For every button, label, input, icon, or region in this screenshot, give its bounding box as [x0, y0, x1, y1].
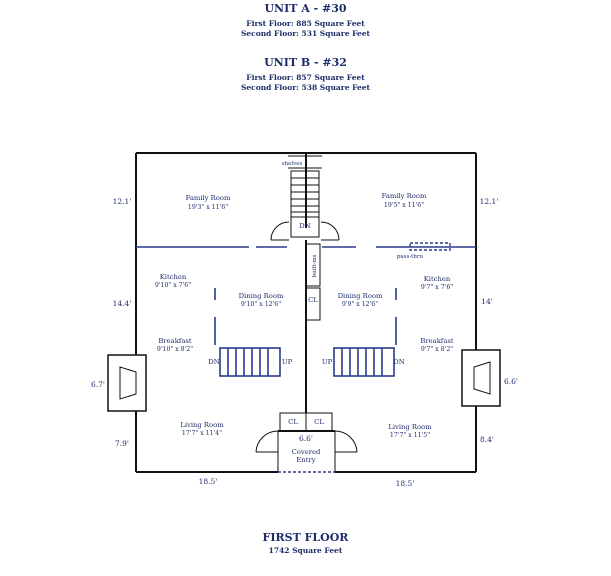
- kitchen-a-dims: 9'10" x 7'6": [155, 282, 191, 289]
- dim-left-mid: 14.4': [113, 299, 132, 308]
- stair-right-dn-label: DN: [393, 358, 404, 366]
- door-swing-top-left: [270, 221, 290, 241]
- floor-title: FIRST FLOOR: [262, 531, 349, 544]
- kitchen-b-name: Kitchen: [424, 275, 451, 283]
- built-ins-label: built-ins: [312, 254, 318, 277]
- center-closet-label: CL: [308, 296, 318, 304]
- entry-closet-right-label: CL: [314, 418, 324, 426]
- family-room-a-name: Family Room: [186, 194, 231, 202]
- dim-entry-width: 6.6': [299, 434, 313, 443]
- built-ins-cabinet: [305, 243, 321, 287]
- stair-left-dn-label: DN: [208, 358, 219, 366]
- entry-closets: [255, 412, 358, 473]
- dim-right-bottom: 8.4': [480, 435, 494, 444]
- center-closet: [305, 287, 321, 321]
- shelves-label: shelves: [282, 161, 303, 167]
- stair-left-up-label: UP: [282, 358, 293, 366]
- floor-square-feet: 1742 Square Feet: [268, 546, 343, 555]
- family-room-a-dims: 19'3" x 11'6": [188, 204, 228, 211]
- unit-b-second-floor: Second Floor: 538 Square Feet: [240, 83, 371, 92]
- pass-thru-label: pass-thru: [397, 254, 424, 260]
- breakfast-b-name: Breakfast: [420, 337, 453, 345]
- dim-left-bottom: 7.9': [115, 439, 129, 448]
- living-room-b-dims: 17'7" x 11'5": [390, 432, 430, 439]
- dim-right-fireplace: 6.6': [504, 377, 518, 386]
- party-wall: [305, 153, 321, 413]
- kitchen-b-dims: 9'7" x 7'6": [421, 284, 453, 291]
- covered-entry-line-1: Covered: [292, 448, 321, 456]
- dim-bottom-right: 18.5': [396, 479, 415, 488]
- covered-entry-line-2: Entry: [296, 456, 315, 464]
- unit-a-first-floor: First Floor: 885 Square Feet: [246, 19, 365, 28]
- living-room-a-dims: 17'7" x 11'4": [182, 430, 222, 437]
- dim-bottom-left: 18.5': [199, 477, 218, 486]
- dim-right-top: 12.1': [480, 197, 499, 206]
- interior-partitions: [214, 288, 397, 345]
- breakfast-a-name: Breakfast: [158, 337, 191, 345]
- unit-b-first-floor: First Floor: 857 Square Feet: [246, 73, 365, 82]
- dim-left-fireplace: 6.7': [91, 380, 105, 389]
- fireplace-left: [107, 354, 147, 412]
- stair-up-top: [270, 155, 340, 241]
- pass-thru-opening: [409, 242, 451, 251]
- unit-a-second-floor: Second Floor: 531 Square Feet: [240, 29, 371, 38]
- door-swing-entry-right: [334, 430, 358, 453]
- living-room-a-name: Living Room: [180, 421, 224, 429]
- family-room-b-dims: 19'5" x 11'6": [384, 202, 424, 209]
- stair-right-up-label: UP: [322, 358, 333, 366]
- breakfast-a-dims: 9'10" x 8'2": [157, 346, 193, 353]
- kitchen-a-name: Kitchen: [160, 273, 187, 281]
- fireplace-right: [461, 349, 501, 407]
- door-swing-entry-left: [255, 430, 279, 453]
- stair-right: [333, 347, 395, 377]
- stair-top-dn-label: DN: [299, 222, 310, 230]
- unit-b-title: UNIT B - #32: [264, 56, 347, 69]
- dining-room-a-name: Dining Room: [239, 292, 284, 300]
- family-room-b-name: Family Room: [382, 192, 427, 200]
- unit-a-title: UNIT A - #30: [264, 2, 347, 15]
- door-swing-top-right: [320, 221, 340, 241]
- dim-right-mid: 14': [481, 297, 493, 306]
- entry-closet-left-label: CL: [288, 418, 298, 426]
- dim-left-top: 12.1': [113, 197, 132, 206]
- dining-room-a-dims: 9'10" x 12'6": [241, 301, 281, 308]
- breakfast-b-dims: 9'7" x 8'2": [421, 346, 453, 353]
- dining-room-b-dims: 9'9" x 12'6": [342, 301, 378, 308]
- stair-left: [219, 347, 281, 377]
- dining-room-b-name: Dining Room: [338, 292, 383, 300]
- living-room-b-name: Living Room: [388, 423, 432, 431]
